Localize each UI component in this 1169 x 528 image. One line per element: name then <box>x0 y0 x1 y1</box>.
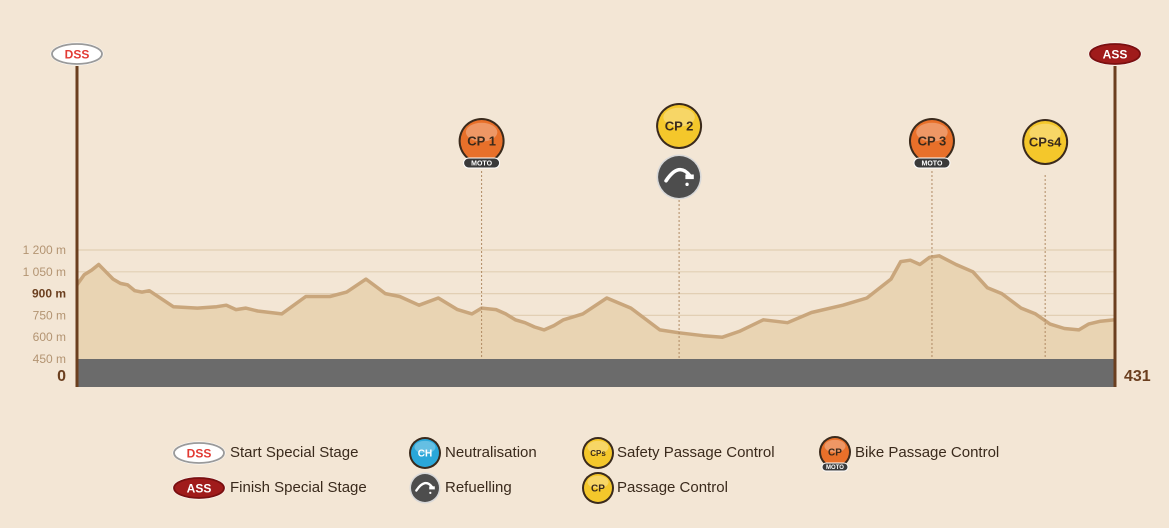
pill-label: DSS <box>65 47 90 61</box>
refuel-disc <box>411 474 439 502</box>
cp-gloss <box>587 440 609 454</box>
cp-disc <box>658 105 701 147</box>
checkpoint-1: CP 1 MOTO <box>458 118 505 359</box>
refuel-nozzle <box>685 174 694 180</box>
checkpoint-circle: CP 2 <box>656 103 703 149</box>
legend-item: CPs Safety Passage Control <box>582 437 775 469</box>
cp-label: CH <box>418 449 432 460</box>
moto-badge: MOTO <box>821 462 849 472</box>
cp-icon: CP <box>582 472 614 504</box>
cp-label: CP 3 <box>918 134 947 149</box>
refuel-icon <box>409 472 441 504</box>
elevation-profile <box>75 254 1116 359</box>
y-tick-label: 750 m <box>33 308 66 322</box>
legend-label: Refuelling <box>445 479 512 496</box>
pill-body <box>1089 43 1141 65</box>
legend-item: CP MOTO Bike Passage Control <box>819 436 999 472</box>
profile-area <box>77 255 1115 359</box>
cp-disc <box>460 120 503 162</box>
checkpoint-2: CP 2 <box>656 103 703 359</box>
legend-label: Passage Control <box>617 479 728 496</box>
moto-badge: MOTO <box>913 157 951 169</box>
dss-marker: DSS <box>50 42 104 66</box>
dss-icon: DSS <box>172 441 226 465</box>
checkpoint-circle: CP 3 <box>908 118 955 164</box>
y-tick-label: 1 200 m <box>23 243 66 257</box>
pill-label: ASS <box>187 481 212 495</box>
moto-badge-pill <box>913 157 951 169</box>
pill-body <box>173 442 225 464</box>
pill-body <box>173 477 225 499</box>
checkpoint-circle: CP 1 <box>458 118 505 164</box>
ass-marker: ASS <box>1088 42 1142 66</box>
cp-moto-icon: CP MOTO <box>819 436 851 472</box>
refuel-disc <box>658 156 701 198</box>
cp-label: CP 1 <box>467 134 496 149</box>
legend-label: Neutralisation <box>445 444 537 461</box>
pill-body <box>51 43 103 65</box>
pill-label: DSS <box>187 446 212 460</box>
pill-label: ASS <box>1103 47 1128 61</box>
refuel-hose <box>415 481 434 492</box>
base-band-rect <box>77 359 1115 387</box>
cp-gloss <box>587 475 609 489</box>
ass-icon: ASS <box>172 476 226 500</box>
cp-gloss <box>824 439 846 453</box>
cps-icon: CPs <box>582 437 614 469</box>
moto-badge-label: MOTO <box>471 161 492 168</box>
checkpoint-3: CP 3 MOTO <box>908 118 955 359</box>
cp-disc <box>584 439 612 467</box>
refuel-drop <box>429 491 432 495</box>
moto-badge-pill <box>821 462 849 472</box>
cp-disc <box>1024 121 1067 163</box>
cp-disc <box>821 438 849 466</box>
x-end-label: 431 <box>1124 368 1151 385</box>
cp-disc <box>584 474 612 502</box>
refuel-icon <box>656 154 702 200</box>
cp-gloss <box>414 440 436 454</box>
legend-label: Start Special Stage <box>230 444 358 461</box>
moto-badge-label: MOTO <box>922 161 943 168</box>
legend-item: ASS Finish Special Stage <box>172 476 367 500</box>
legend-item: Refuelling <box>409 472 512 504</box>
cp-gloss <box>1029 123 1061 143</box>
moto-badge: MOTO <box>463 157 501 169</box>
profile-ridge-line <box>75 254 1116 339</box>
legend-item: CP Passage Control <box>582 472 728 504</box>
legend-item: DSS Start Special Stage <box>172 441 358 465</box>
cp-label: CP <box>828 448 842 459</box>
moto-badge-pill <box>463 157 501 169</box>
checkpoint-4: CPs4 <box>1022 119 1069 359</box>
y-tick-label: 600 m <box>33 330 66 344</box>
cp-label: CP 2 <box>665 119 694 134</box>
cp-disc <box>910 120 953 162</box>
moto-badge-label: MOTO <box>826 465 844 471</box>
y-tick-label: 1 050 m <box>23 265 66 279</box>
y-tick-label: 900 m <box>32 287 66 301</box>
refuel-drop <box>685 182 689 187</box>
legend-label: Safety Passage Control <box>617 444 775 461</box>
x-start-label: 0 <box>57 368 66 385</box>
checkpoint-circle: CPs4 <box>1022 119 1069 165</box>
checkpoint-markers: DSS ASS CP 1 MOTO CP 2 CP 3 MOTO CPs4 <box>50 42 1142 359</box>
cp-gloss <box>916 122 948 142</box>
cp-label: CPs <box>590 449 606 458</box>
base-band <box>77 359 1115 387</box>
cp-label: CPs4 <box>1029 135 1062 150</box>
y-axis-tick-labels: 1 200 m 1 050 m 900 m 750 m 600 m 450 m <box>23 243 66 366</box>
y-tick-label: 450 m <box>33 352 66 366</box>
legend-item: CH Neutralisation <box>409 437 537 469</box>
cp-disc <box>411 439 439 467</box>
axes: 0 431 <box>57 66 1151 387</box>
cp-gloss <box>663 107 695 127</box>
ch-icon: CH <box>409 437 441 469</box>
refuel-nozzle <box>429 486 435 490</box>
cp-label: CP <box>591 484 605 495</box>
legend-label: Finish Special Stage <box>230 479 367 496</box>
cp-gloss <box>465 122 498 142</box>
refuel-hose <box>664 167 692 183</box>
legend-label: Bike Passage Control <box>855 444 999 461</box>
